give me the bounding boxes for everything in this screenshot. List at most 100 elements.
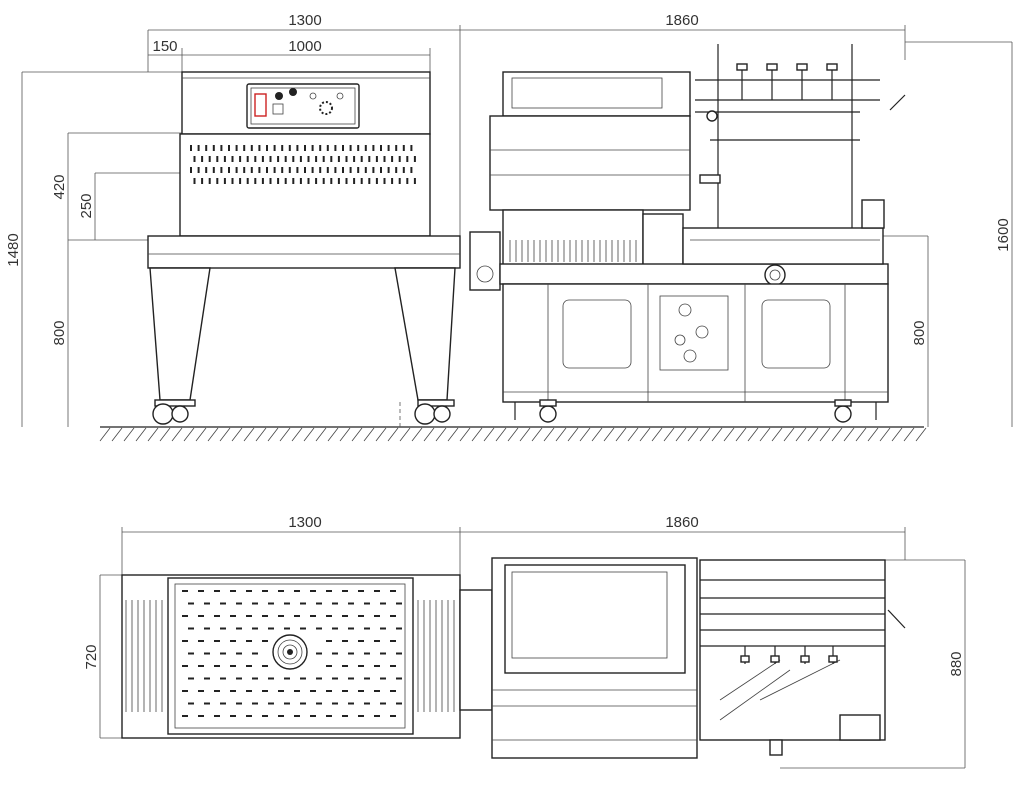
vent-slot — [254, 156, 257, 162]
dim-top-tunnel-depth: 720 — [83, 644, 100, 669]
top-vent-slot — [358, 665, 364, 667]
vent-slot — [205, 145, 208, 151]
hatch-mark — [579, 427, 591, 442]
hatch-mark — [159, 427, 171, 442]
top-vent-slot — [214, 615, 220, 617]
top-vent-slot — [332, 677, 338, 680]
sealer-side-motor — [469, 231, 501, 291]
vent-slot — [288, 145, 291, 151]
top-vent-slot — [268, 677, 274, 680]
vent-slot — [296, 145, 299, 151]
vent-slot — [250, 167, 253, 173]
hatch-mark — [243, 427, 255, 442]
hatch-mark — [519, 427, 531, 442]
top-vent-slot — [348, 627, 354, 630]
tunnel-rollers-left — [125, 600, 163, 712]
hatch-mark — [267, 427, 279, 442]
hatch-mark — [111, 427, 123, 442]
dim-top-tunnel-width: 1300 — [288, 514, 321, 531]
top-vent-slot — [214, 715, 220, 717]
top-vent-slot — [262, 690, 268, 692]
hatch-mark — [711, 427, 723, 442]
vent-slot — [223, 178, 226, 184]
top-vent-slot — [300, 702, 306, 705]
vent-slot — [284, 156, 287, 162]
hatch-mark — [795, 427, 807, 442]
vent-slot — [410, 145, 413, 151]
gauge-icon — [695, 325, 709, 339]
hatch-mark — [327, 427, 339, 442]
top-vent-slot — [358, 590, 364, 592]
top-vent-slot — [262, 590, 268, 592]
vent-slot — [292, 156, 295, 162]
top-vent-slot — [374, 640, 380, 642]
top-vent-slot — [380, 602, 386, 605]
top-vent-slot — [310, 590, 316, 592]
top-vent-slot — [294, 590, 300, 592]
vent-slot — [266, 145, 268, 151]
dim-front-tunnel-opening-height: 420 — [51, 174, 68, 199]
vent-slot — [387, 145, 390, 151]
vent-slot — [269, 156, 272, 162]
vent-slot — [334, 145, 337, 151]
dim-top-sealer-depth: 880 — [948, 651, 965, 676]
vent-slot — [190, 145, 192, 151]
vent-slot — [212, 167, 215, 173]
top-vent-slot — [326, 715, 332, 717]
vent-slot — [212, 145, 215, 151]
hatch-mark — [651, 427, 663, 442]
vent-slot — [326, 145, 329, 151]
vent-slot — [372, 145, 375, 151]
vent-slot — [342, 145, 344, 151]
power-indicator-icon — [254, 93, 267, 117]
hatch-mark — [231, 427, 243, 442]
hatch-mark — [471, 427, 483, 442]
hatch-mark — [435, 427, 447, 442]
vent-slot — [216, 156, 219, 162]
vent-slot — [330, 156, 333, 162]
handwheel-icon — [764, 264, 786, 286]
vent-slot — [197, 145, 200, 151]
top-vent-slot — [364, 652, 370, 655]
vent-slot — [413, 178, 416, 184]
sealer-caster-left — [514, 399, 557, 423]
hatch-mark — [687, 427, 699, 442]
vent-slot — [281, 145, 284, 151]
hatch-mark — [123, 427, 135, 442]
top-vent-slot — [204, 602, 210, 605]
vent-slot — [398, 178, 401, 184]
vent-slot — [243, 145, 246, 151]
top-vent-slot — [326, 690, 332, 692]
top-vent-slot — [316, 702, 322, 705]
dim-front-sealer-total-height: 1600 — [995, 218, 1012, 251]
vent-slot — [281, 167, 284, 173]
top-vent-slot — [332, 627, 338, 630]
vent-slot — [345, 178, 348, 184]
top-vent-slot — [342, 715, 348, 717]
tunnel-base-frame — [147, 235, 461, 269]
vent-slot — [197, 167, 200, 173]
hatch-mark — [567, 427, 579, 442]
top-rack-knobs — [740, 646, 838, 664]
top-vent-slot — [252, 652, 258, 655]
top-vent-slot — [182, 590, 188, 592]
hatch-mark — [447, 427, 459, 442]
film-rack-top-frame — [699, 559, 886, 741]
top-crank-handle-icon — [887, 609, 906, 629]
vent-slot — [360, 156, 363, 162]
vent-slot — [288, 167, 291, 173]
hatch-mark — [627, 427, 639, 442]
hatch-mark — [315, 427, 327, 442]
film-guide-icon — [699, 174, 721, 184]
top-dimension-lines — [99, 527, 966, 769]
hatch-mark — [591, 427, 603, 442]
top-vent-slot — [390, 665, 396, 667]
vent-slot — [383, 156, 386, 162]
sealer-top — [491, 557, 906, 759]
vent-slot — [337, 156, 340, 162]
top-knob-icon — [740, 655, 750, 663]
top-vent-slot — [358, 690, 364, 692]
vent-slot — [391, 156, 394, 162]
top-vent-slot — [214, 640, 220, 642]
vent-slot — [330, 178, 333, 184]
